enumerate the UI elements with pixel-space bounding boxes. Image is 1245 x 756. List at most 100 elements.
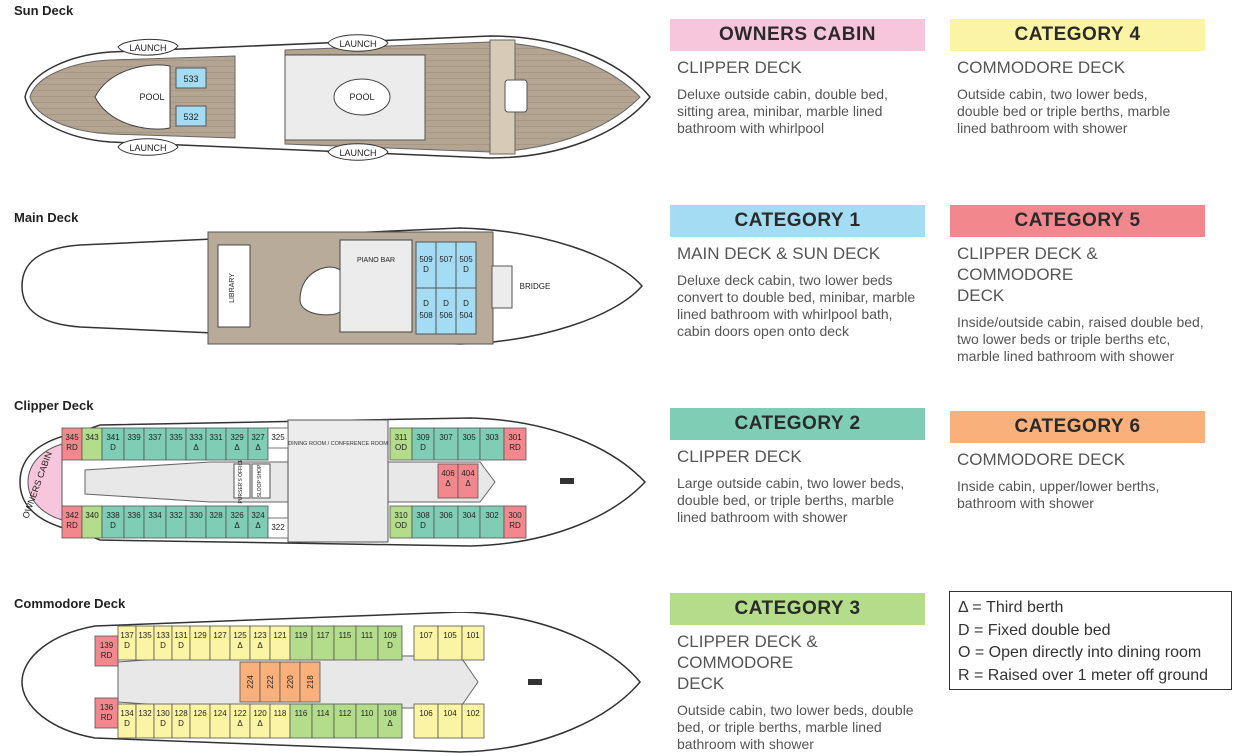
- cabin-number: 303: [485, 433, 499, 442]
- legend-third-berth: Δ = Third berth: [958, 599, 1064, 616]
- cabin-feature-mark: RD: [66, 443, 78, 452]
- cabin-number: 532: [183, 112, 198, 122]
- cabin-109[interactable]: [377, 625, 403, 661]
- double-bed-mark: D: [463, 265, 469, 274]
- cabin-number: 125: [233, 631, 247, 640]
- cabin-number: 121: [273, 631, 287, 640]
- bridge-label: BRIDGE: [520, 282, 551, 291]
- cabin-number: 327: [251, 433, 265, 442]
- cabin-feature-mark: OD: [395, 443, 407, 452]
- category-4-deck: COMMODORE DECK: [957, 58, 1126, 77]
- cabin-feature-mark: D: [387, 641, 393, 650]
- cabin-feature-mark: D: [420, 521, 426, 530]
- cabin-509: 509: [419, 255, 433, 264]
- cabin-506: 506: [439, 311, 453, 320]
- owners-cabin[interactable]: [27, 443, 63, 521]
- launch-label: LAUNCH: [339, 39, 376, 49]
- cabin-number: 406: [441, 469, 455, 478]
- cabin-322[interactable]: [267, 517, 289, 539]
- cabin-number: 107: [419, 631, 433, 640]
- cabin-number: 338: [106, 511, 120, 520]
- cabin-feature-mark: Δ: [465, 479, 471, 488]
- cabin-number: 109: [383, 631, 397, 640]
- cabin-303[interactable]: [479, 427, 505, 461]
- legend-fixed-double-bed: D = Fixed double bed: [958, 621, 1111, 639]
- cabin-106[interactable]: [413, 703, 439, 739]
- cabin-307[interactable]: [433, 427, 459, 461]
- library-label: LIBRARY: [229, 273, 236, 303]
- cabin-number: 342: [65, 511, 79, 520]
- cabin-feature-mark: Δ: [234, 521, 240, 530]
- cabin-feature-mark: RD: [509, 443, 521, 452]
- cabin-533[interactable]: [175, 67, 207, 89]
- cabin-number: 132: [138, 709, 152, 718]
- legend-open-dining: O = Open directly into dining room: [958, 644, 1202, 661]
- cabin-101[interactable]: [461, 625, 485, 661]
- cabin-number: 218: [306, 675, 315, 689]
- sun-deck-plan: LAUNCH LAUNCH LAUNCH LAUNCH POOL POOL 53…: [24, 34, 651, 161]
- cabin-532[interactable]: [175, 105, 207, 127]
- cabin-404[interactable]: [457, 463, 479, 499]
- category-2-band: CATEGORY 2: [670, 408, 925, 440]
- cabin-feature-mark: RD: [66, 521, 78, 530]
- cabin-number: 301: [508, 433, 522, 442]
- cabin-number: 311: [395, 433, 408, 442]
- cabin-number: 117: [317, 631, 330, 640]
- cabin-301[interactable]: [503, 427, 527, 461]
- cabin-number: 131: [174, 631, 188, 640]
- cabin-number: 309: [416, 433, 430, 442]
- cabin-feature-mark: D: [110, 443, 116, 452]
- cabin-number: 134: [120, 709, 134, 718]
- category-owners-deck: CLIPPER DECK: [677, 58, 802, 77]
- cabin-number: 126: [193, 709, 207, 718]
- cabin-number: 102: [466, 709, 480, 718]
- cabin-number: 337: [148, 433, 162, 442]
- pool-label: POOL: [139, 92, 164, 102]
- cabin-302[interactable]: [479, 505, 505, 539]
- category-5-band: CATEGORY 5: [950, 205, 1205, 237]
- category-2-deck: CLIPPER DECK: [677, 447, 802, 466]
- cabin-504: 504: [459, 311, 473, 320]
- category-1-deck: MAIN DECK & SUN DECK: [677, 244, 881, 263]
- launch-label: LAUNCH: [129, 143, 166, 153]
- cabin-number: 306: [439, 511, 453, 520]
- cabin-number: 114: [317, 709, 330, 718]
- cabin-number: 340: [85, 511, 99, 520]
- pursers-office-label: PURSER'S OFFICE: [238, 458, 244, 504]
- cabin-feature-mark: Δ: [237, 719, 243, 728]
- category-4-desc: Outside cabin, two lower beds, double be…: [957, 86, 1171, 136]
- cabin-feature-mark: RD: [101, 651, 113, 660]
- cabin-number: 224: [246, 675, 255, 689]
- cabin-325[interactable]: [267, 427, 289, 449]
- category-6-band: CATEGORY 6: [950, 411, 1205, 443]
- cabin-105[interactable]: [437, 625, 463, 661]
- cabin-number: 330: [189, 511, 203, 520]
- cabin-number: 139: [100, 641, 114, 650]
- category-3-deck: CLIPPER DECK & COMMODORE DECK: [677, 632, 818, 693]
- cabin-505: 505: [459, 255, 473, 264]
- cabin-300[interactable]: [503, 505, 527, 539]
- cabin-218[interactable]: [299, 661, 321, 703]
- cabin-feature-mark: Δ: [257, 719, 263, 728]
- cabin-number: 133: [156, 631, 170, 640]
- cabin-number: 123: [253, 631, 267, 640]
- cabin-102[interactable]: [461, 703, 485, 739]
- cabin-number: 333: [189, 433, 203, 442]
- cabin-number: 110: [361, 709, 374, 718]
- cabin-number: 137: [120, 631, 134, 640]
- cabin-number: 222: [266, 675, 275, 689]
- cabin-number: 308: [416, 511, 430, 520]
- cabin-number: 104: [443, 709, 457, 718]
- cabin-number: 115: [339, 631, 352, 640]
- cabin-number: 220: [286, 675, 295, 689]
- category-1-band: CATEGORY 1: [670, 205, 925, 237]
- cabin-108[interactable]: [377, 703, 403, 739]
- cabin-number: 120: [253, 709, 267, 718]
- cabin-508: 508: [419, 311, 433, 320]
- cabin-number: 129: [193, 631, 207, 640]
